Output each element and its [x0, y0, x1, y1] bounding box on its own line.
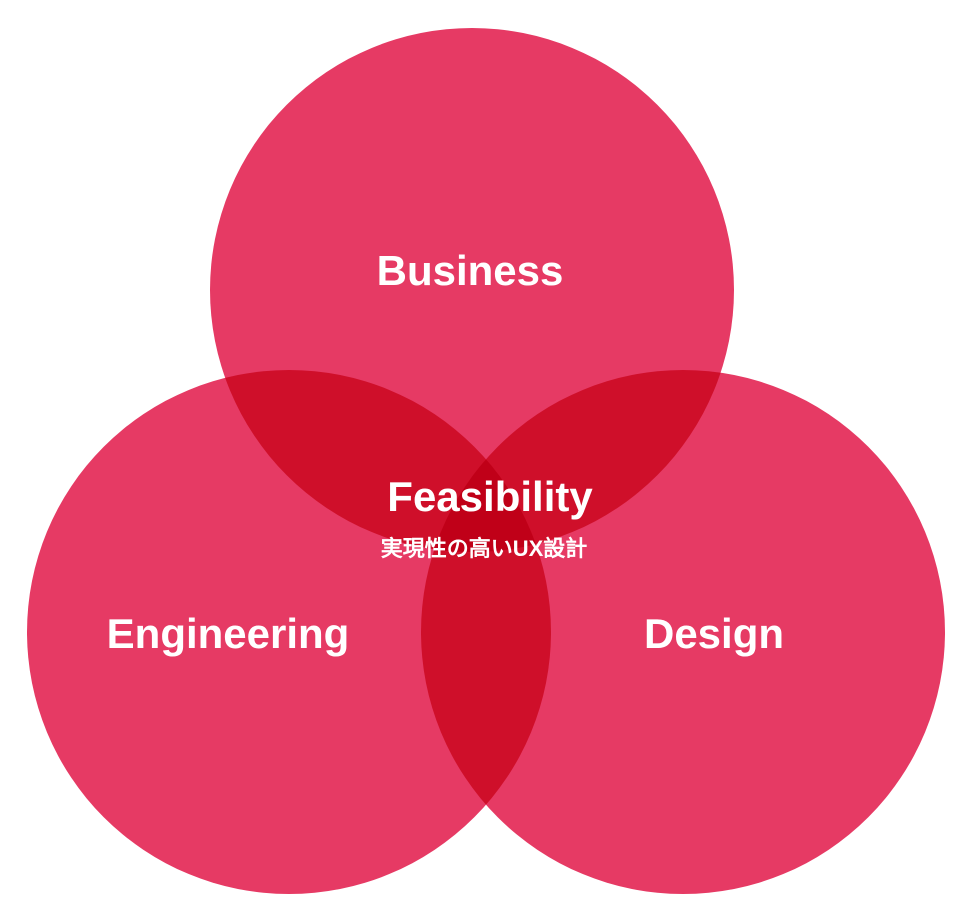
feasibility-sublabel: 実現性の高いUX設計 — [380, 536, 588, 561]
business-engineering-overlap — [210, 370, 551, 552]
engineering-label: Engineering — [106, 610, 350, 657]
business-design-overlap — [421, 370, 734, 552]
design-label: Design — [643, 610, 785, 657]
business-label: Business — [376, 247, 564, 294]
feasibility-label: Feasibility — [387, 473, 593, 520]
